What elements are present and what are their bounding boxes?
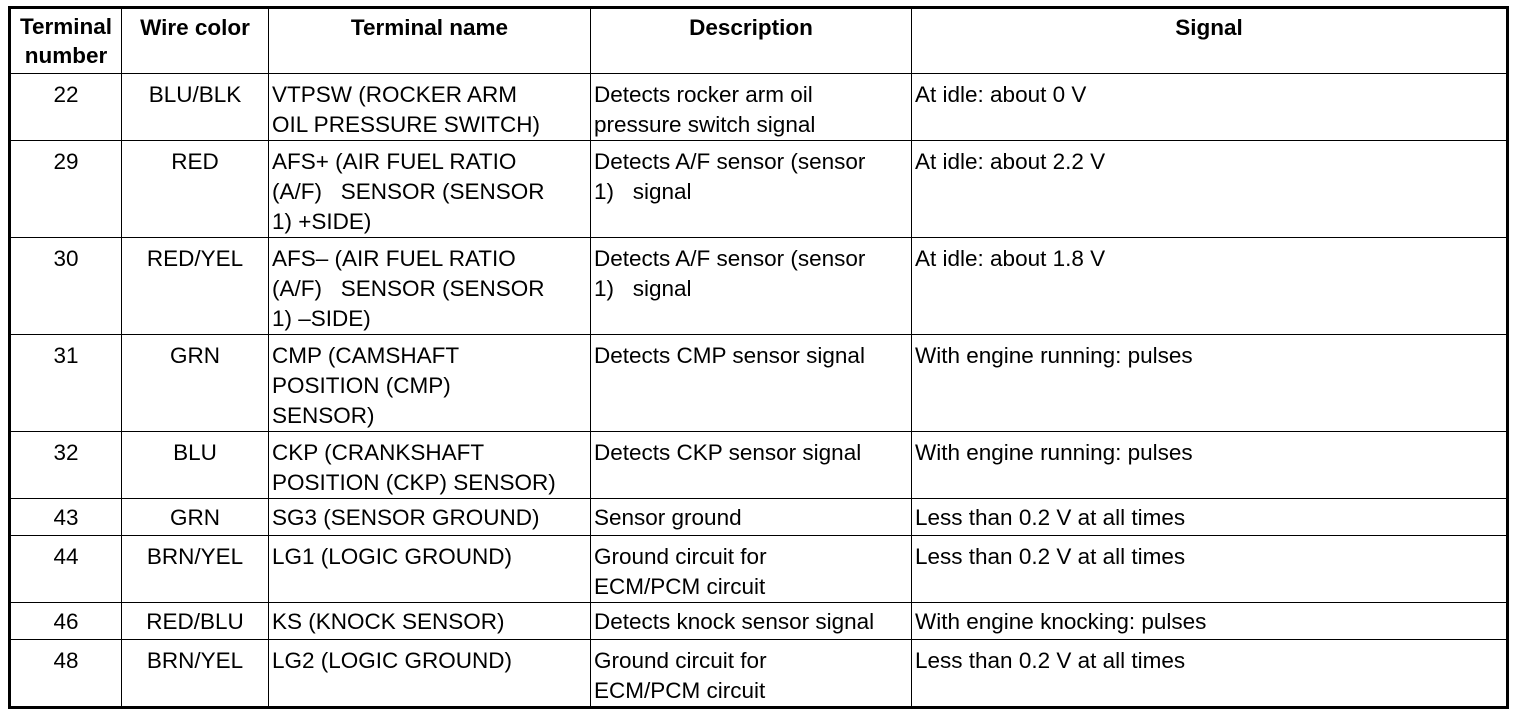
terminal-name-line: (A/F) SENSOR (SENSOR [272, 179, 545, 204]
terminal-name-line: AFS+ (AIR FUEL RATIO [272, 149, 517, 174]
terminal-name-cell: SG3 (SENSOR GROUND) [268, 498, 591, 536]
table-row: 31 GRN CMP (CAMSHAFT POSITION (CMP) SENS… [9, 334, 1508, 432]
description-cell: Detects knock sensor signal [590, 602, 912, 640]
description-cell: Detects A/F sensor (sensor 1) signal [590, 140, 912, 238]
header-description: Description [590, 7, 912, 74]
wire-color-cell: GRN [121, 498, 269, 536]
description-line: Detects A/F sensor (sensor [594, 149, 866, 174]
table-row: 44 BRN/YEL LG1 (LOGIC GROUND) Ground cir… [9, 535, 1508, 603]
terminal-name-cell: AFS+ (AIR FUEL RATIO (A/F) SENSOR (SENSO… [268, 140, 591, 238]
signal-cell: At idle: about 0 V [911, 73, 1508, 141]
description-line: Detects CKP sensor signal [594, 440, 862, 465]
wire-color-cell: BLU/BLK [121, 73, 269, 141]
terminal-name-line: LG2 (LOGIC GROUND) [272, 648, 513, 673]
terminal-name-line: CKP (CRANKSHAFT [272, 440, 485, 465]
header-wire-color: Wire color [121, 7, 269, 74]
signal-cell: With engine knocking: pulses [911, 602, 1508, 640]
signal-cell: With engine running: pulses [911, 431, 1508, 499]
table-row: 29 RED AFS+ (AIR FUEL RATIO (A/F) SENSOR… [9, 140, 1508, 238]
signal-cell: Less than 0.2 V at all times [911, 498, 1508, 536]
terminal-number-cell: 30 [9, 237, 122, 335]
terminal-name-line: 1) +SIDE) [272, 209, 372, 234]
header-terminal-number: Terminal number [9, 7, 122, 74]
table-row: 30 RED/YEL AFS– (AIR FUEL RATIO (A/F) SE… [9, 237, 1508, 335]
terminal-number-cell: 22 [9, 73, 122, 141]
terminal-name-line: OIL PRESSURE SWITCH) [272, 112, 540, 137]
description-cell: Detects CMP sensor signal [590, 334, 912, 432]
terminal-name-cell: AFS– (AIR FUEL RATIO (A/F) SENSOR (SENSO… [268, 237, 591, 335]
terminal-name-cell: VTPSW (ROCKER ARM OIL PRESSURE SWITCH) [268, 73, 591, 141]
table-row: 48 BRN/YEL LG2 (LOGIC GROUND) Ground cir… [9, 639, 1508, 708]
terminal-number-cell: 44 [9, 535, 122, 603]
description-line: Detects rocker arm oil [594, 82, 813, 107]
description-cell: Detects A/F sensor (sensor 1) signal [590, 237, 912, 335]
header-signal: Signal [911, 7, 1508, 74]
header-terminal-number-line2: number [24, 43, 108, 68]
wire-color-cell: BLU [121, 431, 269, 499]
terminal-number-cell: 32 [9, 431, 122, 499]
description-cell: Detects rocker arm oil pressure switch s… [590, 73, 912, 141]
wire-color-cell: BRN/YEL [121, 639, 269, 708]
wire-color-cell: RED/BLU [121, 602, 269, 640]
table-header-row: Terminal number Wire color Terminal name… [9, 7, 1508, 74]
description-cell: Ground circuit for ECM/PCM circuit [590, 535, 912, 603]
terminal-number-cell: 48 [9, 639, 122, 708]
terminal-name-cell: LG2 (LOGIC GROUND) [268, 639, 591, 708]
terminal-number-cell: 29 [9, 140, 122, 238]
description-line: Detects knock sensor signal [594, 609, 875, 634]
table-row: 43 GRN SG3 (SENSOR GROUND) Sensor ground… [9, 498, 1508, 536]
wire-color-cell: RED/YEL [121, 237, 269, 335]
terminal-name-line: CMP (CAMSHAFT [272, 343, 460, 368]
terminal-name-cell: LG1 (LOGIC GROUND) [268, 535, 591, 603]
terminal-name-line: 1) –SIDE) [272, 306, 371, 331]
wire-color-cell: BRN/YEL [121, 535, 269, 603]
signal-cell: Less than 0.2 V at all times [911, 535, 1508, 603]
terminal-name-line: SG3 (SENSOR GROUND) [272, 505, 540, 530]
description-line: Ground circuit for [594, 648, 767, 673]
signal-cell: At idle: about 1.8 V [911, 237, 1508, 335]
description-line: ECM/PCM circuit [594, 678, 766, 703]
signal-cell: Less than 0.2 V at all times [911, 639, 1508, 708]
description-cell: Sensor ground [590, 498, 912, 536]
description-line: Sensor ground [594, 505, 742, 530]
header-terminal-number-line1: Terminal [19, 14, 113, 39]
description-line: pressure switch signal [594, 112, 816, 137]
header-terminal-name: Terminal name [268, 7, 591, 74]
terminal-number-cell: 46 [9, 602, 122, 640]
terminal-name-cell: CKP (CRANKSHAFT POSITION (CKP) SENSOR) [268, 431, 591, 499]
description-line: Detects A/F sensor (sensor [594, 246, 866, 271]
terminal-table: Terminal number Wire color Terminal name… [8, 6, 1509, 709]
terminal-number-cell: 43 [9, 498, 122, 536]
description-line: Detects CMP sensor signal [594, 343, 865, 368]
wire-color-cell: GRN [121, 334, 269, 432]
table-row: 32 BLU CKP (CRANKSHAFT POSITION (CKP) SE… [9, 431, 1508, 499]
terminal-name-line: VTPSW (ROCKER ARM [272, 82, 518, 107]
terminal-name-line: POSITION (CMP) [272, 373, 451, 398]
signal-cell: At idle: about 2.2 V [911, 140, 1508, 238]
table-row: 46 RED/BLU KS (KNOCK SENSOR) Detects kno… [9, 602, 1508, 640]
terminal-name-line: LG1 (LOGIC GROUND) [272, 544, 513, 569]
signal-cell: With engine running: pulses [911, 334, 1508, 432]
terminal-name-line: (A/F) SENSOR (SENSOR [272, 276, 545, 301]
terminal-number-cell: 31 [9, 334, 122, 432]
description-line: 1) signal [594, 276, 692, 301]
description-line: ECM/PCM circuit [594, 574, 766, 599]
terminal-name-cell: KS (KNOCK SENSOR) [268, 602, 591, 640]
description-cell: Detects CKP sensor signal [590, 431, 912, 499]
description-line: 1) signal [594, 179, 692, 204]
terminal-name-line: POSITION (CKP) SENSOR) [272, 470, 556, 495]
terminal-name-cell: CMP (CAMSHAFT POSITION (CMP) SENSOR) [268, 334, 591, 432]
terminal-name-line: AFS– (AIR FUEL RATIO [272, 246, 516, 271]
description-line: Ground circuit for [594, 544, 767, 569]
terminal-name-line: KS (KNOCK SENSOR) [272, 609, 505, 634]
terminal-table-sheet: Terminal number Wire color Terminal name… [8, 6, 1509, 709]
wire-color-cell: RED [121, 140, 269, 238]
description-cell: Ground circuit for ECM/PCM circuit [590, 639, 912, 708]
table-row: 22 BLU/BLK VTPSW (ROCKER ARM OIL PRESSUR… [9, 73, 1508, 141]
terminal-name-line: SENSOR) [272, 403, 375, 428]
